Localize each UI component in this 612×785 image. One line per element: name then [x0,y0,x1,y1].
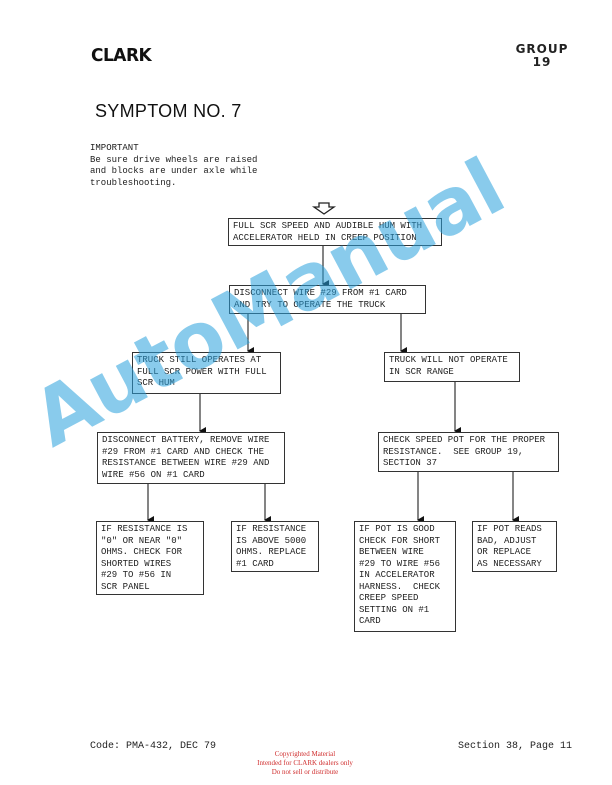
group-label: GROUP 19 [512,43,572,69]
important-heading: IMPORTANT [90,143,139,153]
flow-node-will-not-operate: TRUCK WILL NOT OPERATE IN SCR RANGE [384,352,520,382]
flow-node-pot-good: IF POT IS GOOD CHECK FOR SHORT BETWEEN W… [354,521,456,632]
copyright-line: Do not sell or distribute [271,768,339,776]
group-label-text: GROUP [515,42,569,56]
group-number: 19 [532,55,552,69]
clark-logo: CLARK [91,45,152,67]
flow-node-still-operates: TRUCK STILL OPERATES AT FULL SCR POWER W… [132,352,281,394]
flow-node-disconnect-battery: DISCONNECT BATTERY, REMOVE WIRE #29 FROM… [97,432,285,484]
flow-node-check-speed-pot: CHECK SPEED POT FOR THE PROPER RESISTANC… [378,432,559,472]
copyright-line: Copyrighted Material [274,750,336,758]
footer-section: Section 38, Page 11 [458,741,573,752]
footer-code: Code: PMA-432, DEC 79 [90,741,217,752]
copyright-notice: Copyrighted Material Intended for CLARK … [230,750,380,777]
important-text: Be sure drive wheels are raised and bloc… [90,154,258,188]
flow-node-disconnect-wire: DISCONNECT WIRE #29 FROM #1 CARD AND TRY… [229,285,426,314]
flow-node-resistance-zero: IF RESISTANCE IS "0" OR NEAR "0" OHMS. C… [96,521,204,595]
flow-node-symptom: FULL SCR SPEED AND AUDIBLE HUM WITH ACCE… [228,218,442,246]
copyright-line: Intended for CLARK dealers only [257,759,353,767]
flow-node-resistance-above: IF RESISTANCE IS ABOVE 5000 OHMS. REPLAC… [231,521,319,572]
flow-node-pot-bad: IF POT READS BAD, ADJUST OR REPLACE AS N… [472,521,557,572]
hollow-down-arrow-icon [311,202,337,215]
page-title: SYMPTOM NO. 7 [95,101,242,121]
